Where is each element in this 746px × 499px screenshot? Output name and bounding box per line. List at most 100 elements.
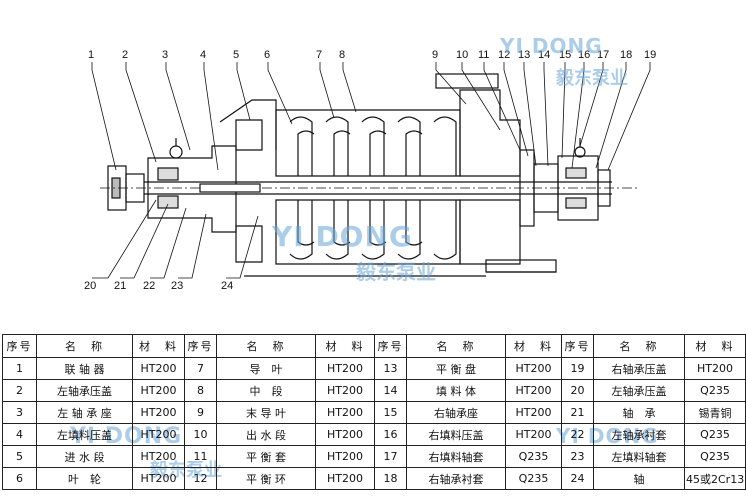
table-row: 6 叶 轮 HT200 12 平 衡 环 HT200 18 右轴承衬套 Q235…	[2, 467, 746, 490]
cell-no: 18	[374, 467, 407, 490]
cell-no: 16	[374, 423, 407, 446]
cell-name: 左 轴 承 座	[36, 401, 133, 424]
stage-casings-upper	[275, 109, 461, 177]
cell-material: Q235	[505, 467, 562, 490]
callout-24: 24	[221, 280, 233, 292]
header-no: 序号	[2, 334, 37, 358]
inlet-section	[219, 99, 277, 263]
cell-no: 14	[374, 379, 407, 402]
cell-name: 出 水 段	[216, 423, 316, 446]
cell-material: HT200	[315, 467, 375, 490]
cell-no: 10	[184, 423, 217, 446]
table-row: 3 左 轴 承 座 HT200 9 末 导 叶 HT200 15 右轴承座 HT…	[2, 401, 746, 424]
cell-name: 右轴承衬套	[406, 467, 506, 490]
table-row: 1 联 轴 器 HT200 7 导 叶 HT200 13 平 衡 盘 HT200…	[2, 357, 746, 380]
callouts-top: 1 2 3 4 5 6 7 8 9 10 11 12 13 14 15 16 1…	[88, 49, 656, 61]
header-material: 材 料	[132, 334, 185, 358]
table-row: 5 进 水 段 HT200 11 平 衡 套 HT200 17 右填料轴套 Q2…	[2, 445, 746, 468]
header-material: 材 料	[684, 334, 746, 358]
cell-material: Q235	[505, 445, 562, 468]
cell-material: HT200	[505, 423, 562, 446]
watermark-brand-top: YI DONG	[500, 34, 603, 58]
callout-20: 20	[84, 280, 96, 292]
cell-name: 右轴承压盖	[593, 357, 685, 380]
table-header-row: 序号 名 称 材 料 序号 名 称 材 料 序号 名 称 材 料 序号 名 称 …	[2, 334, 746, 358]
cell-name: 轴	[593, 467, 685, 490]
cell-material: HT200	[315, 357, 375, 380]
cell-name: 平 衡 盘	[406, 357, 506, 380]
cell-no: 20	[561, 379, 594, 402]
cell-no: 1	[2, 357, 37, 380]
cell-name: 联 轴 器	[36, 357, 133, 380]
header-name: 名 称	[36, 334, 133, 358]
cell-name: 中 段	[216, 379, 316, 402]
callout-7: 7	[316, 49, 322, 61]
cell-no: 24	[561, 467, 594, 490]
watermark-name-middle: 毅东泵业	[356, 260, 436, 284]
base-outline	[244, 271, 556, 277]
callout-8: 8	[339, 49, 345, 61]
cell-material: HT200	[132, 423, 185, 446]
cell-name: 进 水 段	[36, 445, 133, 468]
cell-material: HT200	[505, 357, 562, 380]
cell-material: HT200	[132, 467, 185, 490]
cell-no: 11	[184, 445, 217, 468]
cell-name: 左轴承压盖	[36, 379, 133, 402]
cell-no: 12	[184, 467, 217, 490]
cell-no: 15	[374, 401, 407, 424]
cell-no: 3	[2, 401, 37, 424]
header-name: 名 称	[216, 334, 316, 358]
header-no: 序号	[374, 334, 407, 358]
cell-material: HT200	[315, 445, 375, 468]
header-no: 序号	[561, 334, 594, 358]
cell-name: 平 衡 环	[216, 467, 316, 490]
cell-no: 5	[2, 445, 37, 468]
outlet-section	[435, 73, 557, 273]
cell-material: HT200	[315, 379, 375, 402]
shaft	[100, 181, 640, 195]
cell-no: 17	[374, 445, 407, 468]
cell-material: HT200	[132, 357, 185, 380]
cell-no: 4	[2, 423, 37, 446]
cell-material: HT200	[505, 401, 562, 424]
cell-material: HT200	[684, 357, 746, 380]
callout-16: 16	[578, 49, 590, 61]
callout-5: 5	[233, 49, 239, 61]
cell-material: Q235	[684, 379, 746, 402]
cell-material: HT200	[132, 401, 185, 424]
cell-name: 叶 轮	[36, 467, 133, 490]
callout-12: 12	[498, 49, 510, 61]
cell-no: 13	[374, 357, 407, 380]
callout-19: 19	[644, 49, 656, 61]
cell-name: 左填料压盖	[36, 423, 133, 446]
cell-material: 锡青铜	[684, 401, 746, 424]
cell-material: Q235	[684, 445, 746, 468]
callout-17: 17	[597, 49, 609, 61]
cell-name: 左填料轴套	[593, 445, 685, 468]
header-name: 名 称	[406, 334, 506, 358]
leader-lines	[91, 62, 651, 279]
cell-no: 9	[184, 401, 217, 424]
table-row: 2 左轴承压盖 HT200 8 中 段 HT200 14 填 料 体 HT200…	[2, 379, 746, 402]
cell-name: 左轴承压盖	[593, 379, 685, 402]
cell-name: 导 叶	[216, 357, 316, 380]
callout-10: 10	[456, 49, 468, 61]
callout-3: 3	[162, 49, 168, 61]
header-material: 材 料	[505, 334, 562, 358]
cell-material: Q235	[684, 423, 746, 446]
table-row: 4 左填料压盖 HT200 10 出 水 段 HT200 16 右填料压盖 HT…	[2, 423, 746, 446]
callout-4: 4	[200, 49, 206, 61]
cell-material: HT200	[132, 379, 185, 402]
callout-14: 14	[538, 49, 550, 61]
cell-no: 19	[561, 357, 594, 380]
callout-2: 2	[122, 49, 128, 61]
watermark-brand-middle: YI DONG	[272, 220, 413, 253]
cell-no: 22	[561, 423, 594, 446]
cell-no: 8	[184, 379, 217, 402]
cell-name: 右填料轴套	[406, 445, 506, 468]
cell-no: 2	[2, 379, 37, 402]
header-no: 序号	[184, 334, 217, 358]
callout-21: 21	[114, 280, 126, 292]
parts-list-table: 序号 名 称 材 料 序号 名 称 材 料 序号 名 称 材 料 序号 名 称 …	[2, 334, 746, 490]
callout-9: 9	[432, 49, 438, 61]
